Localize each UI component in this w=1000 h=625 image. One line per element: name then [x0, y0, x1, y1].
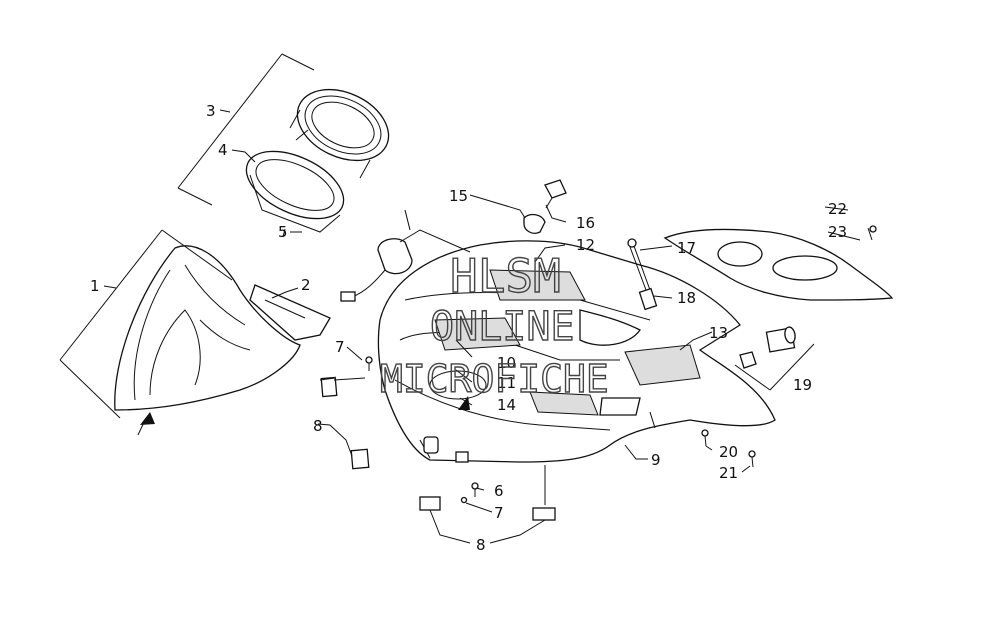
callout-11: 11 [497, 374, 516, 392]
callout-23: 23 [828, 223, 847, 241]
watermark: HLSM ONLINE MICROFICHE [379, 248, 609, 401]
callout-18: 18 [677, 289, 696, 307]
callout-4: 4 [218, 141, 228, 159]
callout-7-lower: 7 [494, 504, 504, 522]
callout-13: 13 [709, 324, 728, 342]
callout-10: 10 [497, 354, 516, 372]
callout-9: 9 [651, 451, 661, 469]
harness-part [340, 209, 471, 302]
callout-8-left: 8 [313, 417, 323, 435]
callout-21: 21 [719, 464, 738, 482]
callout-1: 1 [90, 277, 100, 295]
watermark-line-2: ONLINE [430, 304, 575, 350]
callout-2: 2 [301, 276, 311, 294]
callout-3: 3 [206, 102, 216, 120]
decal-set [320, 376, 556, 521]
callout-14: 14 [497, 396, 516, 414]
callout-6: 6 [494, 482, 504, 500]
windshield-part [59, 229, 331, 436]
callout-8-bottom: 8 [476, 536, 486, 554]
callout-22: 22 [828, 200, 847, 218]
callout-15: 15 [449, 187, 468, 205]
callout-labels: 1 2 3 4 5 6 7 7 8 8 9 10 11 12 13 14 15 … [90, 102, 847, 554]
power-outlet-part [734, 326, 815, 391]
bolt-part [627, 238, 658, 311]
gauge-assembly [177, 53, 390, 238]
watermark-line-3: MICROFICHE [380, 357, 609, 401]
callout-5: 5 [278, 223, 288, 241]
callout-7-upper: 7 [335, 338, 345, 356]
watermark-line-1: HLSM [450, 249, 561, 303]
callout-20: 20 [719, 443, 738, 461]
fasteners [365, 356, 756, 504]
callout-19: 19 [793, 376, 812, 394]
callout-17: 17 [677, 239, 696, 257]
callout-12: 12 [576, 236, 595, 254]
knob-part [523, 179, 567, 234]
hood-console-part [377, 240, 776, 463]
leader-lines [103, 109, 861, 544]
callout-16: 16 [576, 214, 595, 232]
rear-cover-part [663, 225, 894, 301]
